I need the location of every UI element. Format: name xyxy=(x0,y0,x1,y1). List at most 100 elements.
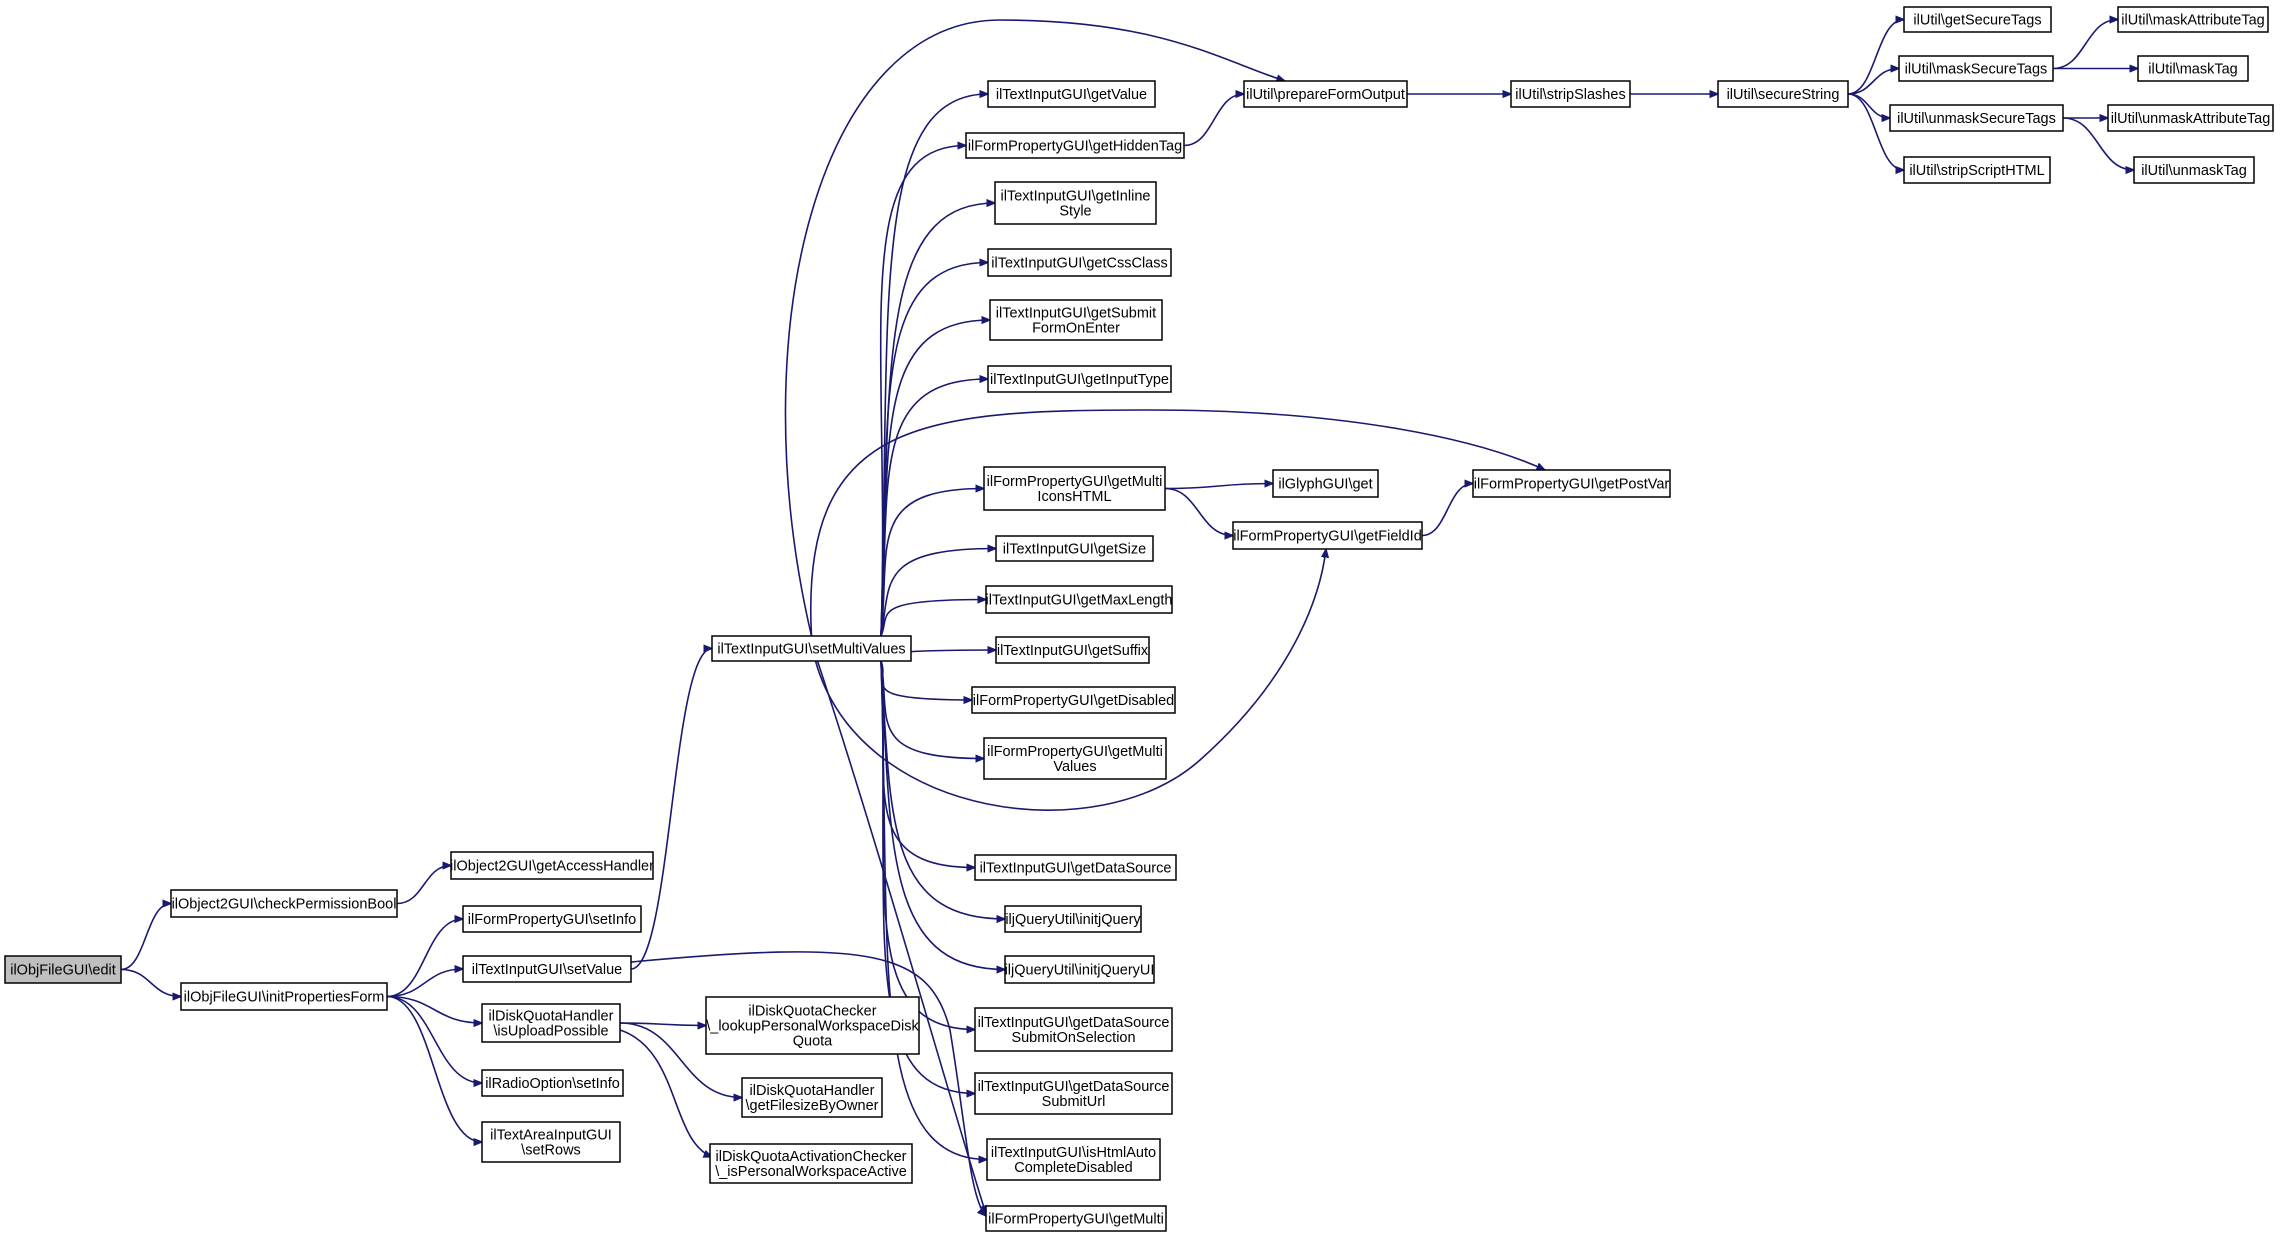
node-fpGetMulti[interactable]: ilFormPropertyGUI\getMulti xyxy=(985,1205,1167,1232)
node-box xyxy=(1903,6,2052,33)
node-label: \isUploadPossible xyxy=(493,1024,608,1040)
node-label: ilUtil\maskAttributeTag xyxy=(2121,13,2264,29)
node-roSetInfo[interactable]: ilRadioOption\setInfo xyxy=(481,1069,624,1097)
node-label: \_lookupPersonalWorkspaceDisk xyxy=(706,1019,919,1035)
edge-edit-to-checkPerm xyxy=(120,904,171,971)
node-fpSetInfo[interactable]: ilFormPropertyGUI\setInfo xyxy=(462,905,642,933)
node-box xyxy=(462,955,632,983)
node-label: ilTextInputGUI\getDataSource xyxy=(978,1079,1170,1095)
node-label: ilUtil\prepareFormOutput xyxy=(1246,87,1405,103)
node-tiSize[interactable]: ilTextInputGUI\getSize xyxy=(995,535,1154,562)
node-dqcLookup[interactable]: ilDiskQuotaChecker\_lookupPersonalWorksp… xyxy=(705,996,920,1055)
node-label: ilUtil\stripSlashes xyxy=(1515,87,1625,103)
node-label: ilGlyphGUI\get xyxy=(1278,477,1372,493)
node-label: Style xyxy=(1059,204,1091,220)
node-prepForm[interactable]: ilUtil\prepareFormOutput xyxy=(1243,80,1408,108)
node-label: ilDiskQuotaHandler xyxy=(750,1083,875,1099)
edge-setMulti-to-tiDSSubmitSel xyxy=(880,660,975,1030)
edge-initPropForm-to-fpSetInfo xyxy=(386,919,463,998)
node-label: ilDiskQuotaHandler xyxy=(489,1009,614,1025)
node-label: ilTextInputGUI\getInputType xyxy=(990,372,1169,388)
edge-setMulti-to-fpPostVar xyxy=(809,409,1545,637)
node-box xyxy=(2133,156,2255,184)
node-fpDisabled[interactable]: ilFormPropertyGUI\getDisabled xyxy=(971,686,1176,714)
node-secureString[interactable]: ilUtil\secureString xyxy=(1717,80,1849,108)
node-tiMaxLength[interactable]: ilTextInputGUI\getMaxLength xyxy=(985,585,1173,614)
node-unmaskTag[interactable]: ilUtil\unmaskTag xyxy=(2133,156,2255,184)
node-maskSecureTags[interactable]: ilUtil\maskSecureTags xyxy=(1898,55,2054,82)
node-stripSlashes[interactable]: ilUtil\stripSlashes xyxy=(1510,80,1631,108)
node-taSetRows[interactable]: ilTextAreaInputGUI\setRows xyxy=(481,1121,621,1163)
node-box xyxy=(481,1121,621,1163)
node-box xyxy=(1272,469,1379,498)
edge-setMulti-to-tiMaxLength xyxy=(880,600,986,637)
node-stripScript[interactable]: ilUtil\stripScriptHTML xyxy=(1903,156,2051,184)
node-tiCssClass[interactable]: ilTextInputGUI\getCssClass xyxy=(987,248,1172,277)
node-fpFieldId[interactable]: ilFormPropertyGUI\getFieldId xyxy=(1232,521,1423,550)
node-label: ilFormPropertyGUI\getPostVar xyxy=(1474,477,1670,493)
node-unmaskAttrTag[interactable]: ilUtil\unmaskAttributeTag xyxy=(2107,104,2274,132)
node-label: ilFormPropertyGUI\getFieldId xyxy=(1233,529,1422,545)
node-edit[interactable]: ilObjFileGUI\edit xyxy=(4,955,122,984)
node-tiDSSubmitSel[interactable]: ilTextInputGUI\getDataSourceSubmitOnSele… xyxy=(974,1007,1173,1052)
node-jqInit[interactable]: iljQueryUtil\initjQuery xyxy=(1004,905,1142,933)
node-label: ilTextAreaInputGUI xyxy=(490,1128,612,1144)
node-label: ilUtil\maskTag xyxy=(2148,62,2237,78)
node-label: ilUtil\stripScriptHTML xyxy=(1909,163,2044,179)
node-label: FormOnEnter xyxy=(1032,321,1120,337)
node-label: ilDiskQuotaChecker xyxy=(748,1004,876,1020)
node-box xyxy=(974,1007,1173,1052)
node-tiGetValue[interactable]: ilTextInputGUI\getValue xyxy=(987,80,1156,108)
node-label: SubmitOnSelection xyxy=(1011,1030,1135,1046)
node-box xyxy=(971,686,1176,714)
node-tiSetValue[interactable]: ilTextInputGUI\setValue xyxy=(462,955,632,983)
node-jqInitUI[interactable]: iljQueryUtil\initjQueryUI xyxy=(1004,955,1155,984)
edge-initPropForm-to-taSetRows xyxy=(386,995,482,1143)
node-checkPerm[interactable]: ilObject2GUI\checkPermissionBool xyxy=(170,889,398,918)
node-dqaActive[interactable]: ilDiskQuotaActivationChecker\_isPersonal… xyxy=(709,1143,913,1184)
node-maskTag[interactable]: ilUtil\maskTag xyxy=(2137,55,2249,82)
node-glyphGet[interactable]: ilGlyphGUI\get xyxy=(1272,469,1379,498)
node-label: ilTextInputGUI\getDataSource xyxy=(980,861,1172,877)
node-maskAttrTag[interactable]: ilUtil\maskAttributeTag xyxy=(2117,6,2269,33)
node-label: ilObject2GUI\checkPermissionBool xyxy=(172,897,397,913)
node-tiHtmlAuto[interactable]: ilTextInputGUI\isHtmlAutoCompleteDisable… xyxy=(986,1138,1161,1181)
node-box xyxy=(986,1138,1161,1181)
edge-secureString-to-getSecureTags xyxy=(1847,20,1904,95)
edge-secureString-to-stripScript xyxy=(1847,93,1904,170)
node-box xyxy=(985,1205,1167,1232)
node-fpPostVar[interactable]: ilFormPropertyGUI\getPostVar xyxy=(1472,469,1671,498)
node-label: ilTextInputGUI\getMaxLength xyxy=(986,593,1173,609)
node-label: ilUtil\unmaskAttributeTag xyxy=(2111,111,2271,127)
node-dqhFilesize[interactable]: ilDiskQuotaHandler\getFilesizeByOwner xyxy=(741,1077,883,1118)
node-dqUpload[interactable]: ilDiskQuotaHandler\isUploadPossible xyxy=(481,1003,621,1043)
node-box xyxy=(481,1069,624,1097)
node-tiDataSource[interactable]: ilTextInputGUI\getDataSource xyxy=(974,854,1177,881)
node-box xyxy=(987,80,1156,108)
node-getSecureTags[interactable]: ilUtil\getSecureTags xyxy=(1903,6,2052,33)
node-box xyxy=(1903,156,2051,184)
node-box xyxy=(995,636,1150,664)
node-initPropForm[interactable]: ilObjFileGUI\initPropertiesForm xyxy=(180,982,388,1011)
node-label: ilTextInputGUI\getSubmit xyxy=(996,306,1156,322)
node-label: Values xyxy=(1053,759,1096,775)
node-unmaskSecureTags[interactable]: ilUtil\unmaskSecureTags xyxy=(1889,104,2064,132)
edge-initPropForm-to-dqUpload xyxy=(386,995,482,1024)
node-box xyxy=(741,1077,883,1118)
node-tiInputType[interactable]: ilTextInputGUI\getInputType xyxy=(987,365,1172,393)
edge-fpFieldId-to-fpPostVar xyxy=(1421,484,1473,537)
node-fpHiddenTag[interactable]: ilFormPropertyGUI\getHiddenTag xyxy=(965,132,1185,159)
node-tiSuffix[interactable]: ilTextInputGUI\getSuffix xyxy=(995,636,1150,664)
node-setMulti[interactable]: ilTextInputGUI\setMultiValues xyxy=(711,635,912,662)
node-label: ilTextInputGUI\getCssClass xyxy=(991,256,1167,272)
edge-edit-to-initPropForm xyxy=(120,968,181,997)
node-getAccessHandler[interactable]: ilObject2GUI\getAccessHandler xyxy=(450,851,654,880)
node-label: ilFormPropertyGUI\getHiddenTag xyxy=(968,139,1182,155)
node-box xyxy=(2107,104,2274,132)
node-box xyxy=(1243,80,1408,108)
